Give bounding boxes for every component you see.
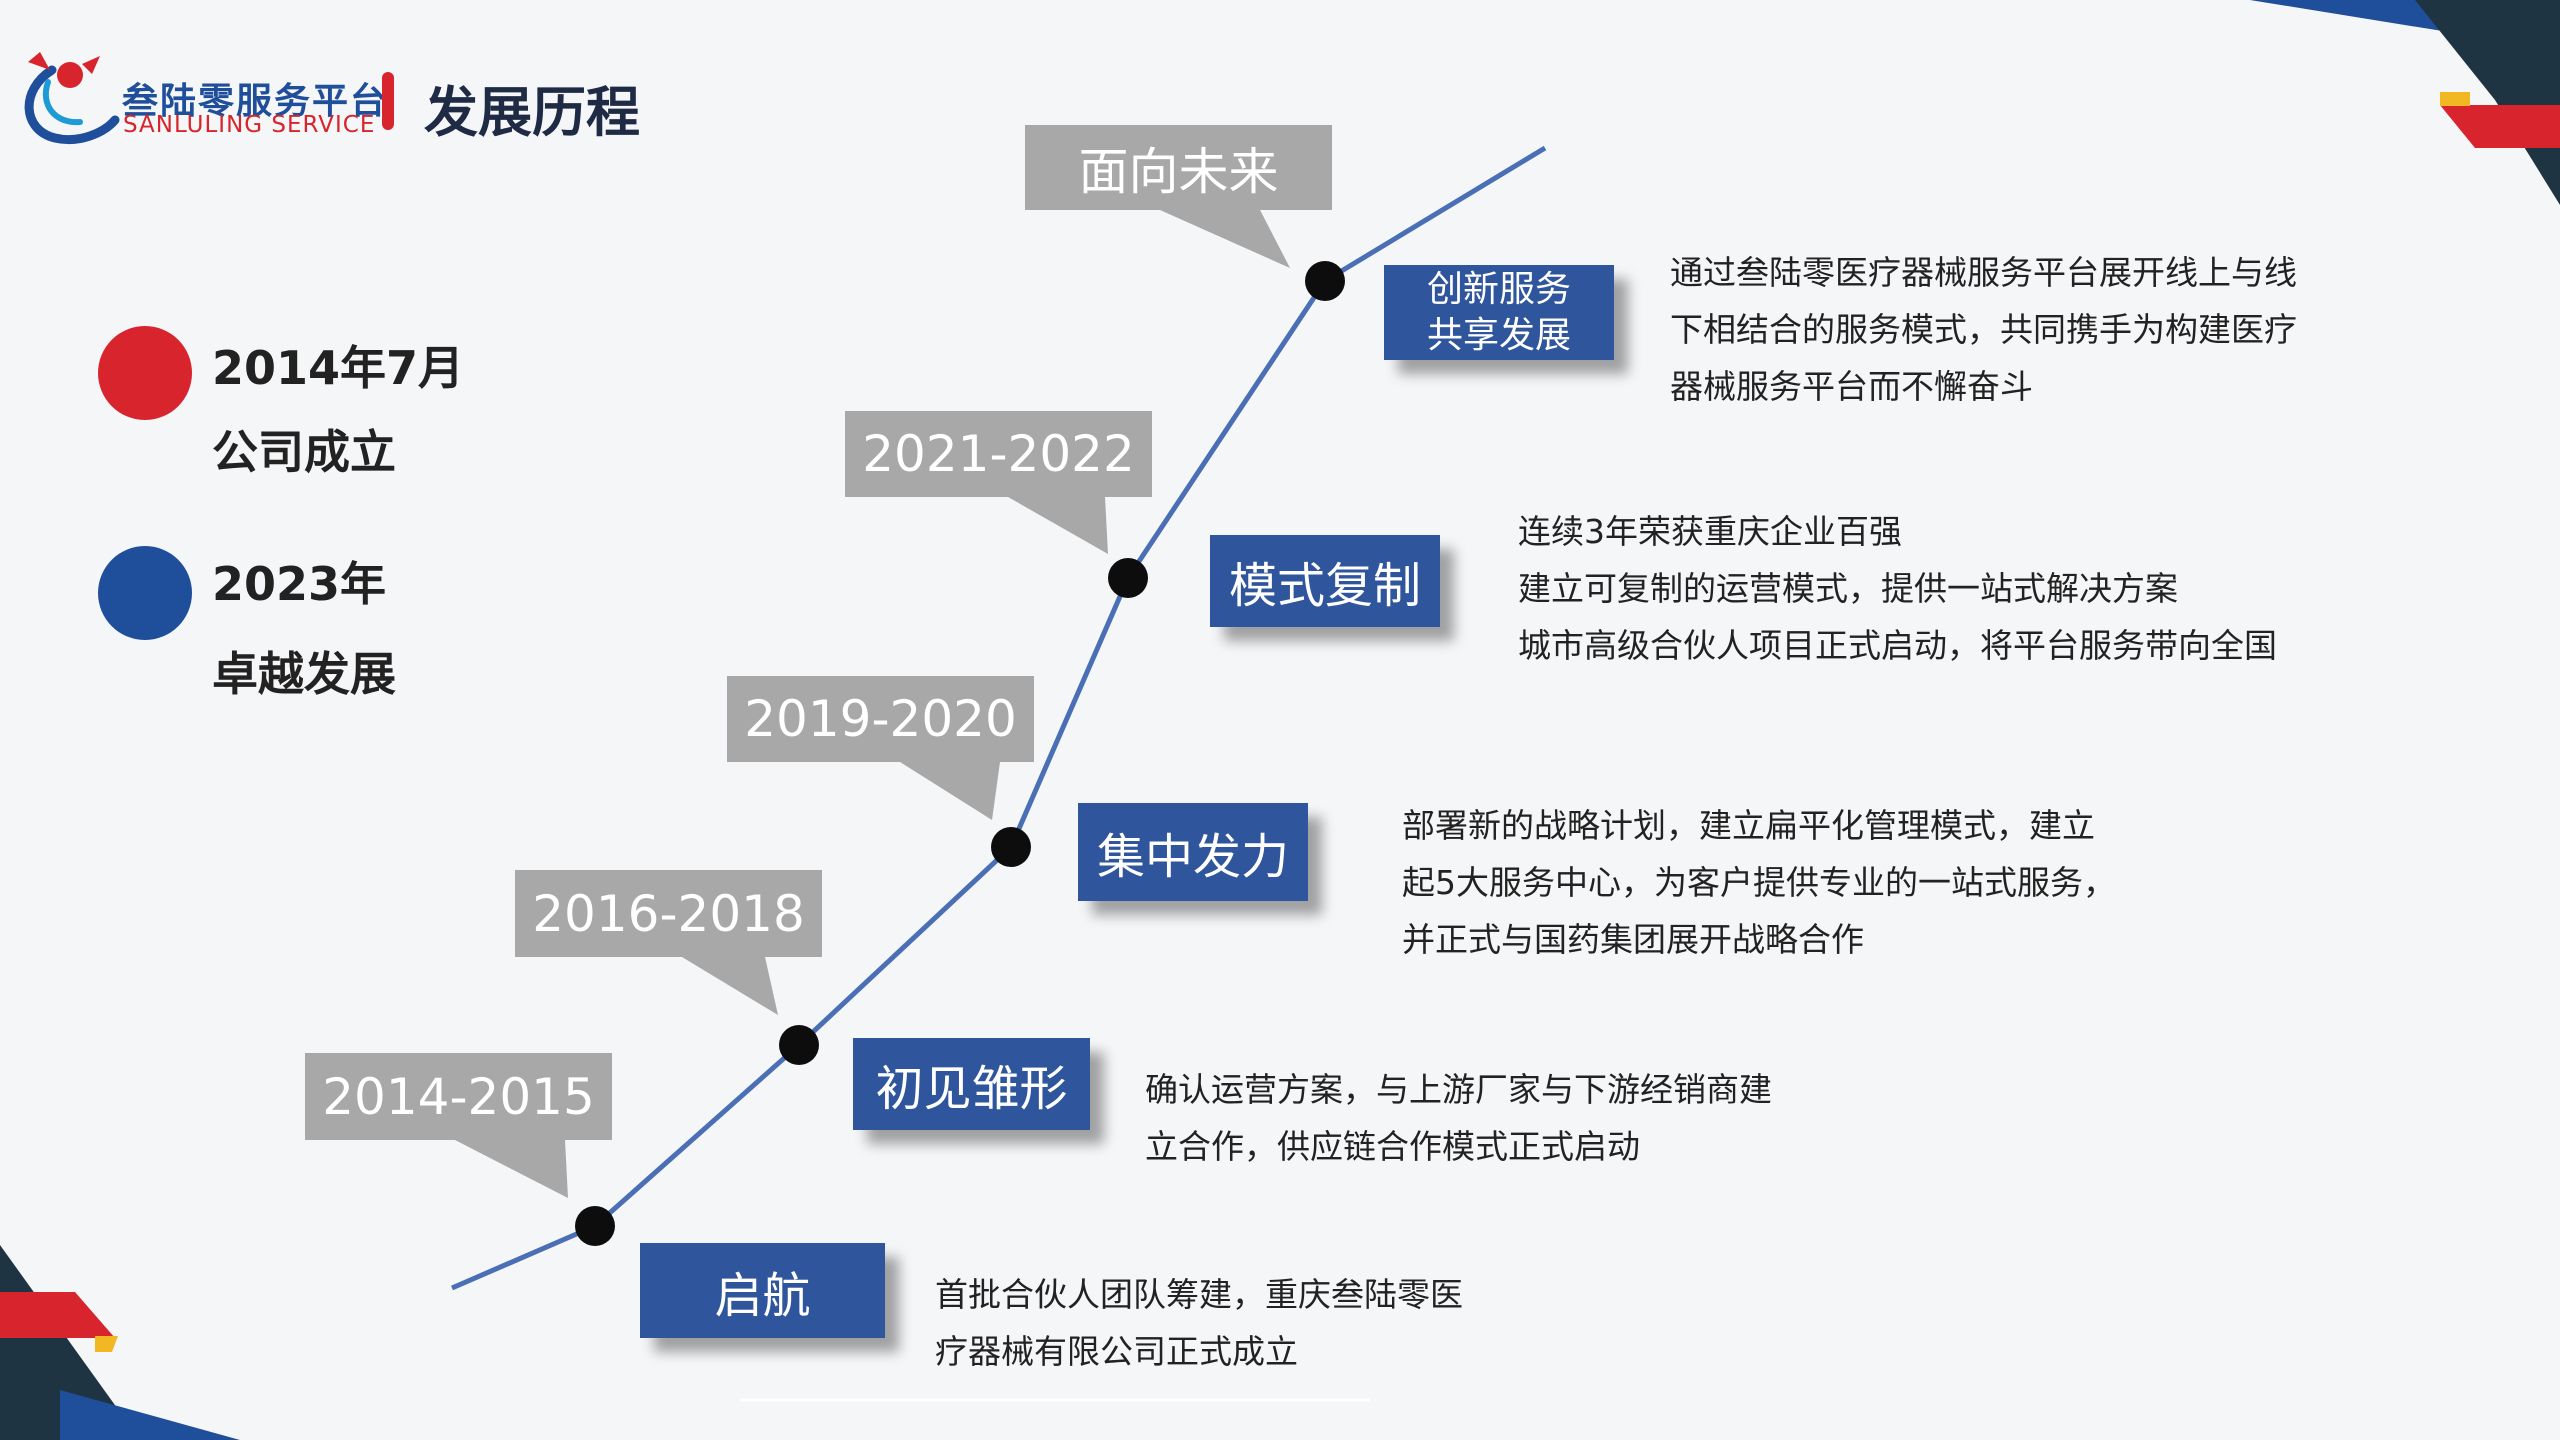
callout-pointer-future: [1160, 210, 1290, 268]
brand-name-cn: 叁陆零服务平台: [122, 81, 389, 122]
stage-box-future-line2: 共享发展: [1426, 314, 1571, 356]
description-line: 立合作，供应链合作模式正式启动: [1145, 1127, 1640, 1166]
stage-box-2016-2018: 初见雏形: [853, 1038, 1090, 1130]
stage-box-2019-2020: 集中发力: [1078, 803, 1308, 901]
page-title: 发展历程: [424, 81, 640, 144]
stage-description-2021-2022: 连续3年荣获重庆企业百强 建立可复制的运营模式，提供一站式解决方案 城市高级合伙…: [1518, 503, 2277, 674]
stage-description-future: 通过叁陆零医疗器械服务平台展开线上与线 下相结合的服务模式，共同携手为构建医疗 …: [1670, 244, 2297, 415]
description-line: 连续3年荣获重庆企业百强: [1518, 512, 1902, 551]
description-line: 下相结合的服务模式，共同携手为构建医疗: [1670, 310, 2297, 349]
stage-box-2014-2015: 启航: [640, 1243, 885, 1338]
callout-pointer-2021-2022: [1008, 497, 1108, 554]
description-line: 器械服务平台而不懈奋斗: [1670, 367, 2033, 406]
stage-description-2019-2020: 部署新的战略计划，建立扁平化管理模式，建立 起5大服务中心，为客户提供专业的一站…: [1402, 797, 2116, 968]
corner-decoration-bottom-left-yellow: [95, 1336, 118, 1352]
callout-pointer-2019-2020: [900, 762, 1000, 820]
corner-decoration-top-right-dark: [2415, 0, 2560, 205]
brand-name-en: SANLULING SERVICE: [123, 112, 376, 138]
milestone-dot-2016-2018: [779, 1025, 819, 1065]
excellence-year: 2023年: [212, 557, 387, 611]
corner-decoration-top-right-yellow: [2440, 92, 2470, 106]
milestone-dot-future: [1305, 261, 1345, 301]
stage-description-2014-2015: 首批合伙人团队筹建，重庆叁陆零医 疗器械有限公司正式成立: [935, 1266, 1463, 1380]
milestone-dot-2021-2022: [1108, 558, 1148, 598]
corner-decoration-top-right-red: [2440, 105, 2560, 148]
corner-decoration-bottom-left-blue: [60, 1390, 240, 1440]
founding-date: 2014年7月: [212, 341, 465, 395]
description-line: 建立可复制的运营模式，提供一站式解决方案: [1518, 569, 2178, 608]
description-line: 通过叁陆零医疗器械服务平台展开线上与线: [1670, 253, 2297, 292]
founding-label: 公司成立: [212, 425, 396, 479]
period-label-2021-2022: 2021-2022: [845, 411, 1152, 497]
stage-box-2021-2022: 模式复制: [1210, 535, 1440, 627]
description-line: 疗器械有限公司正式成立: [935, 1332, 1298, 1371]
period-label-future: 面向未来: [1025, 125, 1332, 210]
milestone-dot-2014-2015: [575, 1206, 615, 1246]
title-separator-bar: [382, 72, 394, 130]
period-label-2014-2015: 2014-2015: [305, 1053, 612, 1140]
excellence-label: 卓越发展: [212, 647, 396, 701]
period-label-2019-2020: 2019-2020: [727, 676, 1034, 762]
pencil-icon: [98, 326, 192, 420]
description-line: 首批合伙人团队筹建，重庆叁陆零医: [935, 1275, 1463, 1314]
description-line: 起5大服务中心，为客户提供专业的一站式服务，: [1402, 863, 2116, 902]
stage-description-2016-2018: 确认运营方案，与上游厂家与下游经销商建 立合作，供应链合作模式正式启动: [1145, 1061, 1772, 1175]
description-line: 部署新的战略计划，建立扁平化管理模式，建立: [1402, 806, 2095, 845]
corner-decoration-bottom-left-red: [0, 1292, 115, 1338]
brand-logo-icon: [24, 52, 120, 145]
milestone-dot-2019-2020: [991, 827, 1031, 867]
bell-icon: [98, 546, 192, 640]
callout-pointer-2014-2015: [455, 1140, 568, 1198]
stage-box-future: 创新服务 共享发展: [1384, 265, 1614, 360]
stage-box-future-line1: 创新服务: [1426, 268, 1571, 310]
period-label-2016-2018: 2016-2018: [515, 870, 822, 957]
description-line: 并正式与国药集团展开战略合作: [1402, 920, 1864, 959]
description-line: 城市高级合伙人项目正式启动，将平台服务带向全国: [1518, 626, 2277, 665]
description-line: 确认运营方案，与上游厂家与下游经销商建: [1145, 1070, 1772, 1109]
callout-pointer-2016-2018: [682, 957, 778, 1015]
